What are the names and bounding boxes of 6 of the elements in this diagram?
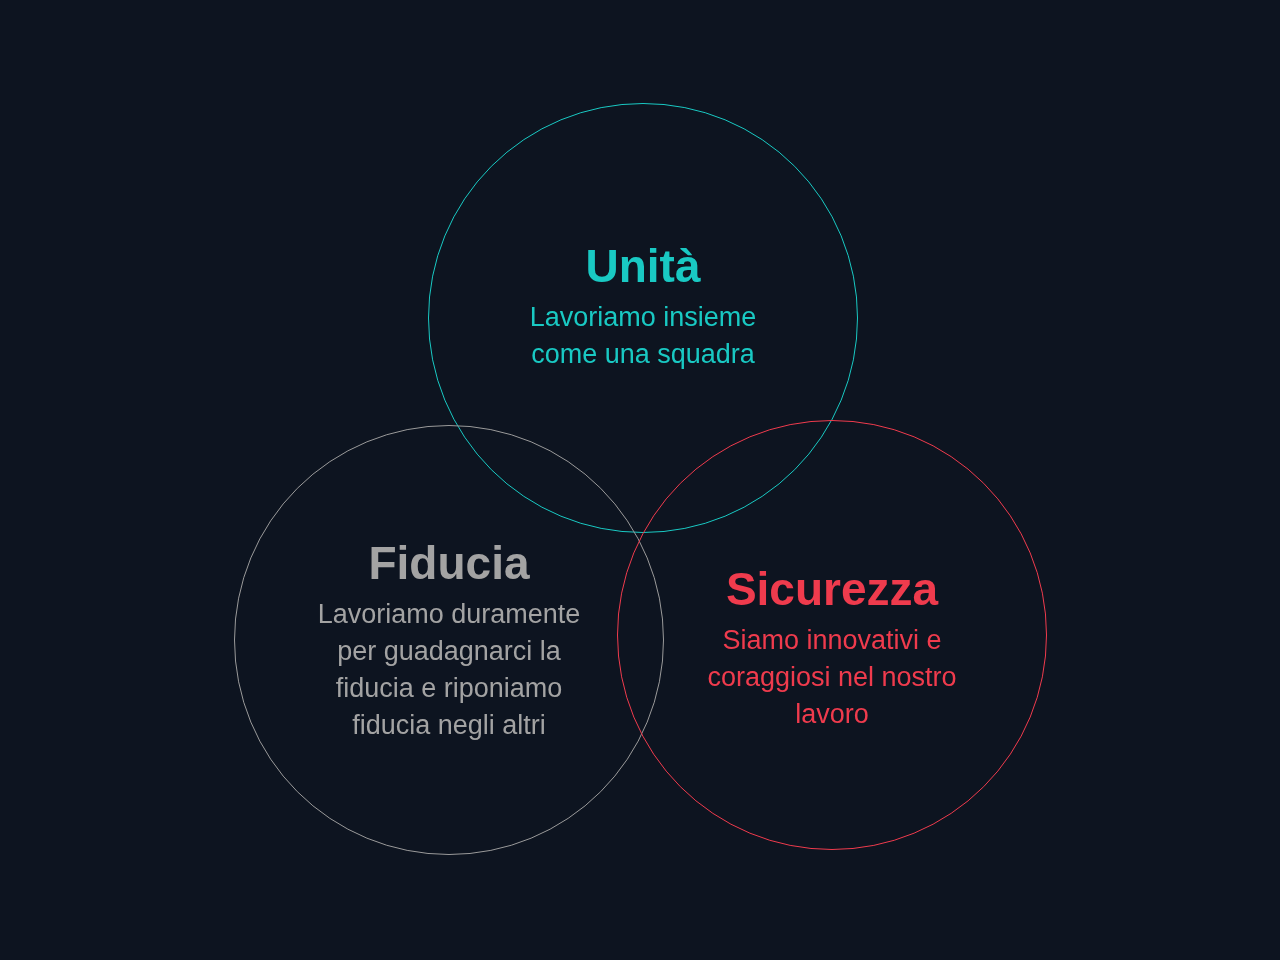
value-heading: Sicurezza: [725, 561, 939, 616]
value-heading: Unità: [585, 239, 701, 293]
value-heading: Fiducia: [368, 536, 530, 590]
value-description: Lavoriamo insieme come una squadra: [528, 301, 758, 371]
value-description: Lavoriamo duramente per guadagnarci la fiducia e riponiamo fiducia negli altri: [316, 598, 582, 742]
value-description: Siamo innovativi e coraggiosi nel nostro lavoro: [706, 623, 958, 731]
